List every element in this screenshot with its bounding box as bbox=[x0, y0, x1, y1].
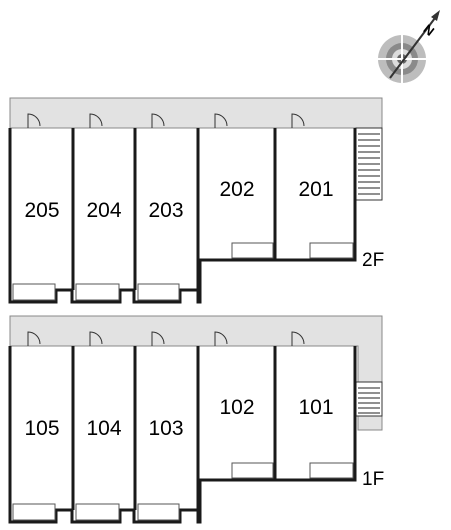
room-201: 201 bbox=[298, 178, 333, 201]
room-203: 203 bbox=[148, 199, 183, 222]
staircase-1f bbox=[355, 381, 383, 417]
staircase-2f bbox=[355, 127, 383, 201]
compass-icon: N bbox=[378, 10, 440, 83]
floor-1f: 105 104 103 102 101 1F bbox=[8, 315, 384, 524]
room-204: 204 bbox=[86, 199, 121, 222]
floor-2f: 205 204 203 202 201 2F bbox=[8, 97, 384, 304]
room-104: 104 bbox=[86, 417, 121, 440]
room-101: 101 bbox=[298, 396, 333, 419]
compass-north-label: N bbox=[421, 21, 438, 39]
floor-label-2f: 2F bbox=[362, 250, 384, 271]
room-205: 205 bbox=[24, 199, 59, 222]
floor-label-1f: 1F bbox=[362, 469, 384, 490]
room-102: 102 bbox=[219, 396, 254, 419]
building-outline-2f bbox=[8, 128, 357, 304]
room-105: 105 bbox=[24, 417, 59, 440]
building-outline-1f bbox=[8, 346, 357, 524]
room-103: 103 bbox=[148, 417, 183, 440]
room-202: 202 bbox=[219, 178, 254, 201]
